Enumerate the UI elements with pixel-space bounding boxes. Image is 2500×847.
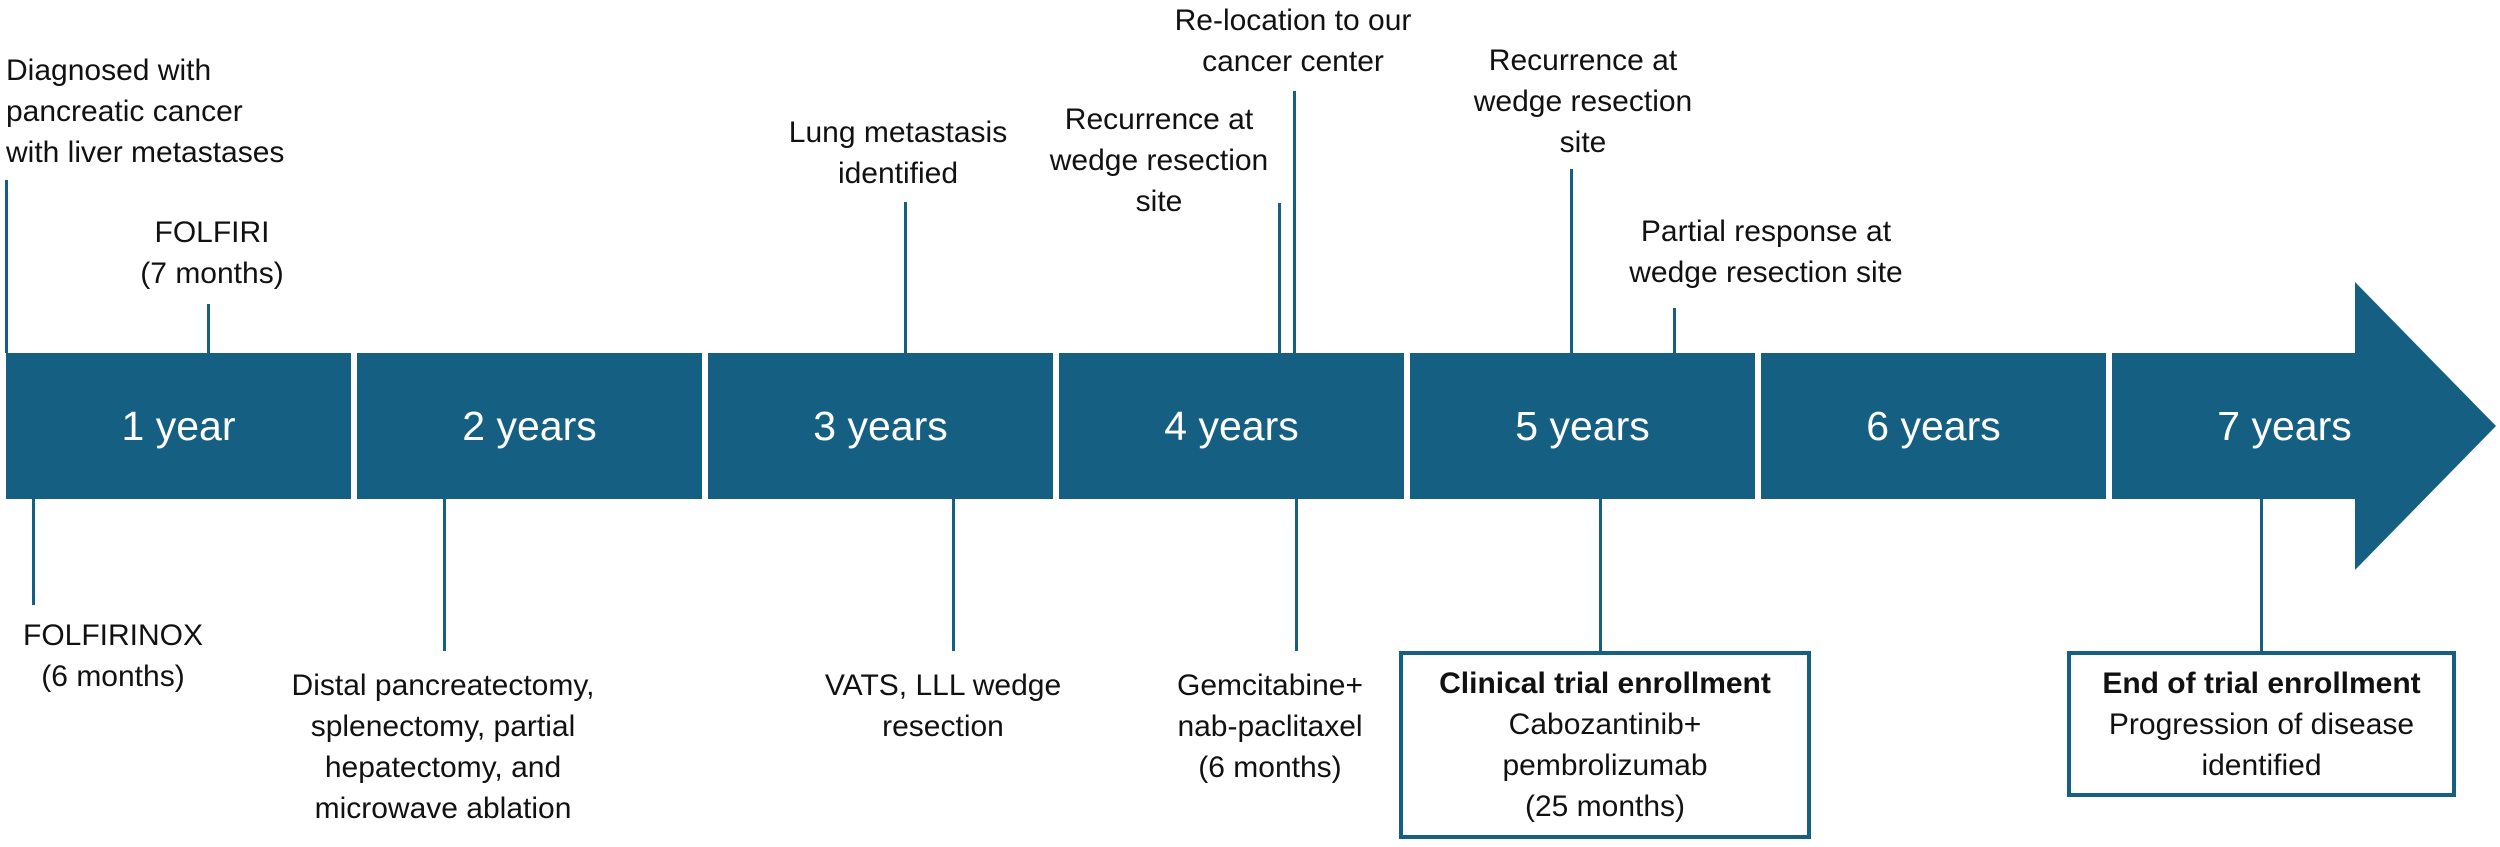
connector-line (443, 499, 446, 651)
connector-line (1599, 499, 1602, 651)
box-title: End of trial enrollment (2102, 667, 2421, 700)
segment-label-year-7: 7 years (2217, 402, 2352, 449)
timeline-segment (2112, 353, 2355, 499)
event-folfirinox: FOLFIRINOX (6 months) (22, 619, 204, 693)
segment-label-year-5: 5 years (1515, 402, 1650, 449)
event-gemcitabine: Gemcitabine+ nab-paclitaxel (6 months) (1177, 669, 1363, 784)
segment-label-year-3: 3 years (813, 402, 948, 449)
event-lung-metastasis: Lung metastasis identified (788, 116, 1008, 190)
connector-line (2260, 499, 2263, 651)
connector-line (1293, 91, 1296, 353)
event-recurrence-2: Recurrence at wedge resection site (1473, 44, 1693, 159)
timeline-segment (1761, 353, 2106, 499)
box-title: Clinical trial enrollment (1439, 667, 1771, 700)
connector-line (1295, 499, 1298, 651)
timeline-arrow-head (2350, 282, 2496, 570)
timeline-segment (1059, 353, 1404, 499)
segment-label-year-4: 4 years (1164, 402, 1299, 449)
segment-label-year-6: 6 years (1866, 402, 2001, 449)
connector-line (5, 180, 8, 353)
event-partial-response: Partial response at wedge resection site (1629, 215, 1903, 289)
segment-label-year-1: 1 year (121, 402, 236, 449)
timeline-segment (357, 353, 702, 499)
segment-label-year-2: 2 years (462, 402, 597, 449)
timeline-segment (6, 353, 351, 499)
connector-line (207, 304, 210, 353)
clinical-trial-enrollment-box: Clinical trial enrollment Cabozantinib+ … (1399, 651, 1811, 839)
connector-line (952, 499, 955, 651)
event-vats: VATS, LLL wedge resection (824, 669, 1062, 743)
connector-line (1278, 203, 1281, 353)
event-relocation: Re-location to our cancer center (1174, 4, 1412, 78)
event-recurrence-1: Recurrence at wedge resection site (1049, 103, 1269, 218)
connector-line (1673, 308, 1676, 353)
event-diagnosis: Diagnosed with pancreatic cancer with li… (6, 54, 285, 169)
timeline-segment (1410, 353, 1755, 499)
timeline-segment (708, 353, 1053, 499)
event-folfiri: FOLFIRI (7 months) (140, 216, 284, 290)
connector-line (904, 202, 907, 353)
connector-line (32, 499, 35, 605)
connector-line (1570, 169, 1573, 353)
end-of-trial-box: End of trial enrollment Progression of d… (2067, 651, 2456, 797)
event-surgery: Distal pancreatectomy, splenectomy, part… (291, 669, 595, 825)
